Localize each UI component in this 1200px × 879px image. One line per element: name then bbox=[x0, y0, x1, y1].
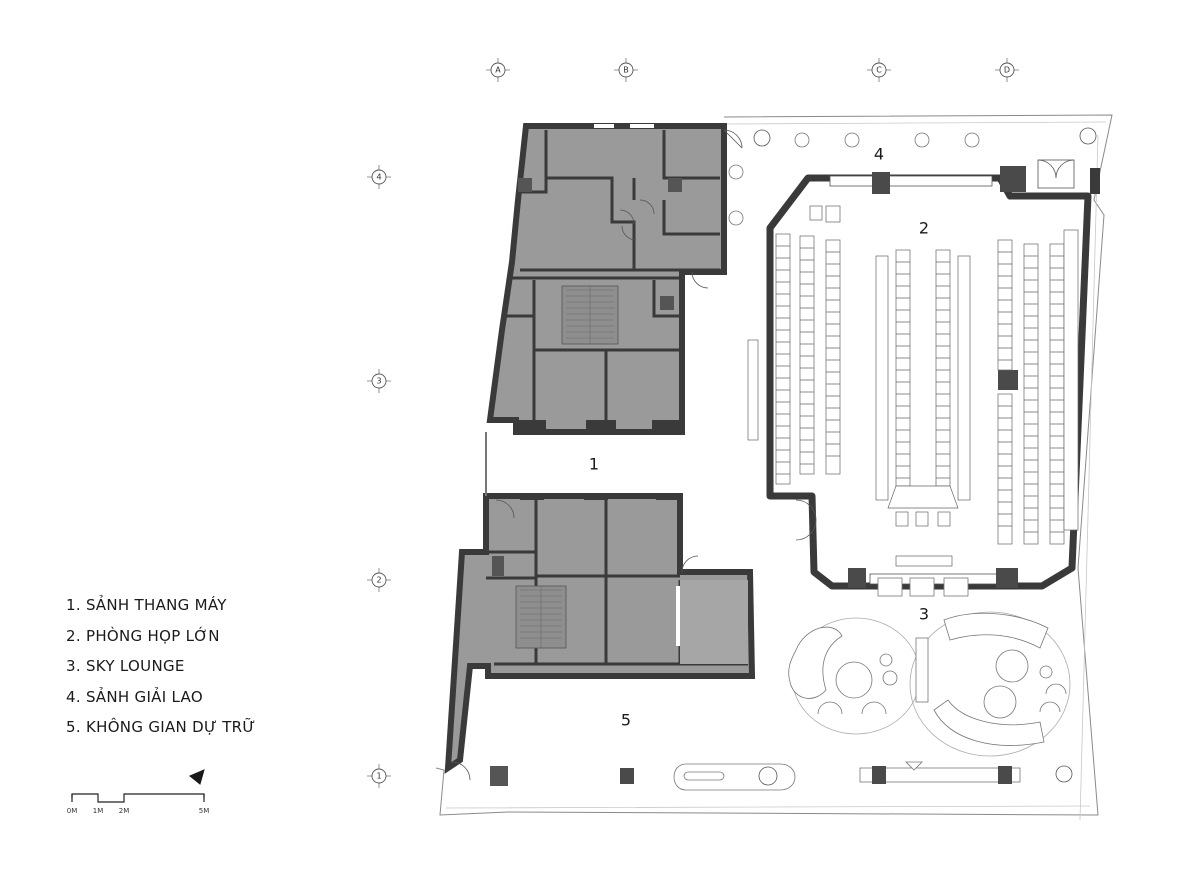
grid-label-2: 2 bbox=[376, 576, 381, 585]
grid-marker-c: C bbox=[867, 58, 891, 82]
grid-label-1: 1 bbox=[376, 772, 381, 781]
grid-label-a: A bbox=[495, 66, 501, 75]
legend-item-sky-lounge: 3. SKY LOUNGE bbox=[66, 657, 185, 675]
grid-marker-b: B bbox=[614, 58, 638, 82]
terrace-edge bbox=[445, 121, 1107, 821]
legend-item-meeting-hall: 2. PHÒNG HỌP LỚN bbox=[66, 626, 220, 645]
legend-item-reserve-space: 5. KHÔNG GIAN DỰ TRỮ bbox=[66, 718, 256, 736]
room-number-4: 4 bbox=[874, 145, 884, 164]
grid-marker-3: 3 bbox=[367, 369, 391, 393]
west-core-bottom bbox=[444, 493, 756, 786]
legend-item-break-lobby: 4. SẢNH GIẢI LAO bbox=[66, 687, 203, 706]
room-number-1: 1 bbox=[589, 455, 599, 474]
hall-conference-tables bbox=[875, 249, 971, 527]
grid-marker-a: A bbox=[486, 58, 510, 82]
grid-label-4: 4 bbox=[376, 173, 381, 182]
grid-label-3: 3 bbox=[376, 377, 381, 386]
grid-marker-1: 1 bbox=[367, 764, 391, 788]
west-core-top bbox=[486, 123, 743, 435]
hall-seating-right bbox=[997, 229, 1079, 545]
legend: 1. SẢNH THANG MÁY 2. PHÒNG HỌP LỚN 3. SK… bbox=[66, 590, 256, 743]
grid-label-b: B bbox=[623, 66, 629, 75]
north-arrow-icon bbox=[189, 769, 205, 785]
room-number-3: 3 bbox=[919, 605, 929, 624]
scale-bar: 0M 1M 2M 5M bbox=[67, 793, 210, 815]
break-lobby-decor bbox=[728, 127, 1097, 783]
grid-label-d: D bbox=[1004, 66, 1010, 75]
scale-label-0: 0M bbox=[67, 807, 78, 815]
room-number-2: 2 bbox=[919, 219, 929, 238]
scale-label-1: 1M bbox=[93, 807, 104, 815]
grid-marker-2: 2 bbox=[367, 568, 391, 592]
scale-label-2: 2M bbox=[119, 807, 130, 815]
grid-label-c: C bbox=[876, 66, 882, 75]
room-number-5: 5 bbox=[621, 711, 631, 730]
scale-label-5: 5M bbox=[199, 807, 210, 815]
reserve-space-decor bbox=[620, 761, 1021, 791]
sky-lounge-decor bbox=[788, 577, 1071, 757]
legend-item-elevator-lobby: 1. SẢNH THANG MÁY bbox=[66, 596, 227, 614]
grid-marker-d: D bbox=[995, 58, 1019, 82]
grid-marker-4: 4 bbox=[367, 165, 391, 189]
hall-seating-left bbox=[747, 233, 841, 485]
site-boundary bbox=[435, 114, 1113, 816]
